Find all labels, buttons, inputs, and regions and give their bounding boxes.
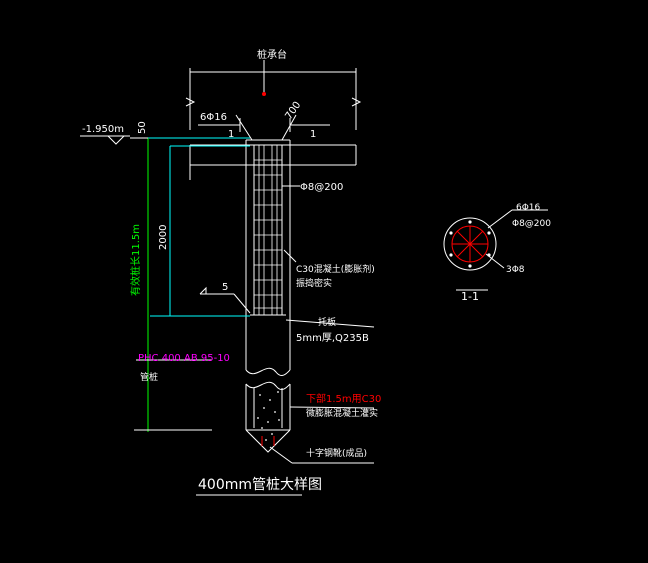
section-1-1 [443, 209, 548, 291]
label-section-mark-left: 1 [228, 129, 234, 140]
label-section-bar: 3Φ8 [506, 265, 525, 275]
label-pipe-type: PHC 400 AB 95-10 [138, 353, 230, 364]
label-elevation: -1.950m [82, 124, 124, 135]
label-stirrup: Φ8@200 [300, 182, 343, 193]
label-dim-2000: 2000 [158, 225, 169, 250]
label-cover-50: 50 [137, 121, 148, 134]
label-section-rebar-1: 6Φ16 [516, 203, 541, 213]
dimension-lines [130, 137, 250, 317]
label-section-mark-right: 1 [310, 129, 316, 140]
label-tip: 十字钢靴(成品) [306, 447, 367, 459]
drawing-title: 400mm管桩大样图 [198, 476, 322, 493]
leader-lines [199, 185, 375, 464]
label-pipe-note: 管桩 [140, 371, 158, 383]
elevation-marker [80, 135, 212, 431]
label-concrete-fill-1: C30混凝土(膨胀剂) [296, 263, 375, 275]
label-concrete-fill-2: 振捣密实 [296, 277, 332, 289]
cap-center-dot [262, 92, 266, 96]
pile-cap [185, 60, 362, 180]
label-cap: 桩承台 [257, 48, 287, 61]
bottom-concrete-fill [257, 391, 280, 441]
label-section-title: 1-1 [461, 290, 479, 303]
top-rebar-flare [235, 114, 297, 141]
label-bottom-fill-1: 下部1.5m用C30 [306, 392, 381, 405]
rebar-cage [254, 145, 282, 315]
label-top-rebar: 6Φ16 [200, 112, 227, 123]
label-section-rebar-2: Φ8@200 [512, 219, 551, 229]
tip-red-marks [261, 436, 275, 446]
label-weld: 5 [222, 282, 228, 293]
label-plate-2: 5mm厚,Q235B [296, 332, 369, 344]
label-bottom-fill-2: 微膨胀混凝土灌实 [306, 407, 378, 419]
label-total-len: 有效桩长11.5m [129, 224, 142, 296]
label-anchor-len: 700 [283, 100, 303, 122]
label-plate-1: 托板 [318, 316, 336, 328]
pile-shaft [245, 139, 291, 453]
section-rebar-dots [449, 220, 491, 268]
